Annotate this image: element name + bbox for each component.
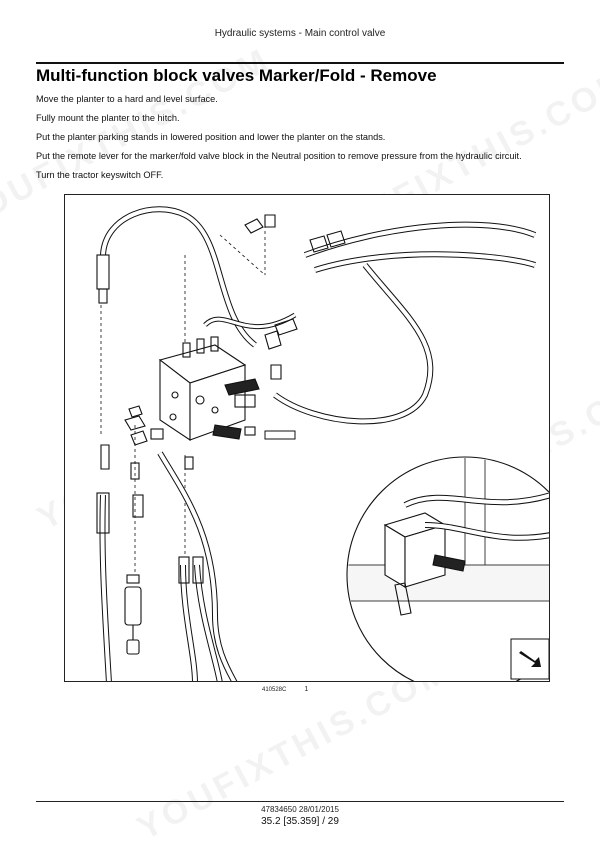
hose-fitting — [96, 254, 110, 290]
step: Fully mount the planter to the hitch. — [36, 113, 180, 123]
figure-caption: 410528C 1 — [262, 686, 308, 693]
step: Turn the tractor keyswitch OFF. — [36, 170, 164, 180]
procedure-steps: Move the planter to a hard and level sur… — [36, 93, 566, 188]
section-title: Multi-function block valves Marker/Fold … — [36, 66, 437, 85]
figure-code: 410528C — [262, 687, 287, 693]
header-title: Hydraulic systems - Main control valve — [214, 28, 386, 39]
page-number: 35.2 [35.359] / 29 — [261, 816, 339, 827]
step: Move the planter to a hard and level sur… — [36, 94, 218, 104]
figure-hydraulic-valve-illustration — [64, 194, 550, 682]
step: Put the remote lever for the marker/fold… — [36, 151, 522, 161]
view-direction-icon — [510, 638, 549, 680]
step: Put the planter parking stands in lowere… — [36, 132, 386, 142]
valve-block-drawing — [96, 206, 549, 681]
document-reference: 47834650 28/01/2015 — [261, 805, 339, 814]
figure-number: 1 — [304, 686, 309, 693]
footer-rule — [36, 801, 564, 802]
title-rule — [36, 62, 564, 64]
